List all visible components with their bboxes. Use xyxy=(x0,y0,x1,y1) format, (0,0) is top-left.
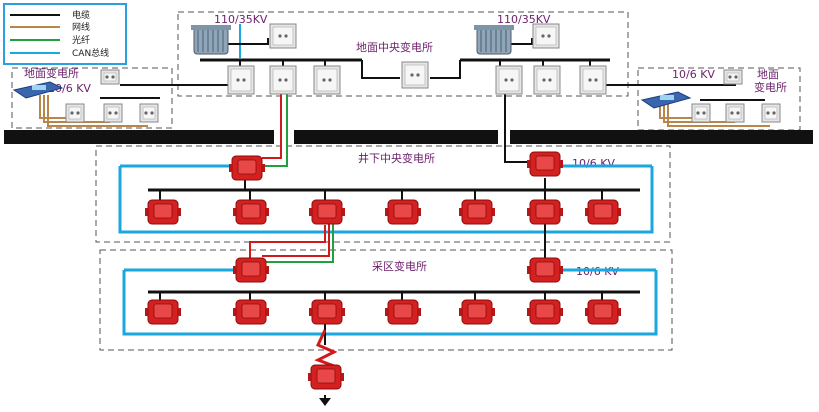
explosion-proof-switch xyxy=(585,199,621,225)
switch-cabinet xyxy=(65,103,85,123)
switch-cabinet xyxy=(532,23,560,49)
explosion-proof-switch xyxy=(233,257,269,283)
can-bus-mining xyxy=(122,270,658,336)
mining-area-title: 采区变电所 xyxy=(372,259,427,273)
legend-cable-label: 电缆 xyxy=(72,9,90,21)
underground-central-box xyxy=(95,145,671,243)
cable-line xyxy=(227,38,269,45)
ground-surface-right xyxy=(510,130,813,144)
explosion-proof-switch xyxy=(308,364,344,390)
network-line xyxy=(47,95,148,127)
red-cable-line xyxy=(262,222,330,257)
explosion-proof-switch xyxy=(145,299,181,325)
explosion-proof-switch xyxy=(459,199,495,225)
network-line xyxy=(667,103,770,127)
transformer xyxy=(474,25,514,55)
ground-surface-mid xyxy=(294,130,498,144)
voltage-label-right: 110/35KV xyxy=(497,13,551,26)
mining-area-box xyxy=(99,249,673,351)
explosion-proof-switch xyxy=(459,299,495,325)
switch-cabinet xyxy=(401,61,429,89)
legend-can-label: CAN总线 xyxy=(72,47,109,59)
legend-fiber-label: 光纤 xyxy=(72,34,90,46)
monitoring-station xyxy=(12,81,64,99)
network-line xyxy=(663,103,735,123)
explosion-proof-switch xyxy=(233,199,269,225)
switch-cabinet xyxy=(691,103,711,123)
switch-cabinet xyxy=(723,69,743,85)
explosion-proof-switch xyxy=(527,199,563,225)
explosion-proof-switch xyxy=(233,299,269,325)
explosion-proof-switch xyxy=(527,151,563,177)
ground-right-title-2: 变电所 xyxy=(754,80,787,94)
explosion-proof-switch xyxy=(527,257,563,283)
switch-cabinet xyxy=(269,23,297,49)
explosion-proof-switch xyxy=(527,299,563,325)
explosion-proof-switch xyxy=(309,299,345,325)
switch-cabinet xyxy=(579,65,607,95)
ground-right-title-1: 地面 xyxy=(757,68,779,81)
ground-left-kv: 10/6 KV xyxy=(48,82,91,95)
legend-network-label: 网线 xyxy=(72,21,90,33)
switch-cabinet xyxy=(227,65,255,95)
switch-cabinet xyxy=(495,65,523,95)
cable-line xyxy=(120,80,241,86)
switch-cabinet xyxy=(139,103,159,123)
switch-cabinet xyxy=(100,69,120,85)
underground-central-title: 井下中央变电所 xyxy=(358,151,435,165)
devices xyxy=(12,23,781,406)
switch-cabinet xyxy=(761,103,781,123)
network-line xyxy=(659,103,700,119)
monitoring-station xyxy=(640,91,692,109)
switch-cabinet xyxy=(533,65,561,95)
switch-cabinet xyxy=(269,65,297,95)
legend: 电缆 网线 光纤 CAN总线 xyxy=(3,3,127,65)
ground-surface-left xyxy=(4,130,274,144)
underground-kv: 10/6 KV xyxy=(572,157,615,170)
explosion-proof-switch xyxy=(585,299,621,325)
switch-cabinet xyxy=(725,103,745,123)
cable-line xyxy=(510,38,533,45)
cable-line xyxy=(361,60,400,79)
connection-lines xyxy=(39,24,770,405)
network-line xyxy=(43,95,110,123)
explosion-proof-switch xyxy=(385,199,421,225)
can-bus-underground xyxy=(118,166,654,234)
explosion-proof-switch xyxy=(145,199,181,225)
cable-line xyxy=(430,60,461,79)
network-line xyxy=(39,95,75,119)
ground-left-box xyxy=(11,67,173,129)
red-cable-line xyxy=(249,225,326,258)
red-cable-line xyxy=(262,82,282,159)
fiber-line xyxy=(258,222,334,263)
down-arrow-icon xyxy=(319,398,331,406)
voltage-label-left: 110/35KV xyxy=(214,13,268,26)
switch-cabinet xyxy=(103,103,123,123)
ground-central-box xyxy=(177,11,629,97)
fiber-line xyxy=(258,82,288,167)
explosion-proof-switch xyxy=(229,155,265,181)
explosion-proof-switch xyxy=(385,299,421,325)
ground-central-title: 地面中央变电所 xyxy=(356,40,433,54)
ground-left-title: 地面变电所 xyxy=(24,66,79,80)
switch-cabinet xyxy=(313,65,341,95)
ground-right-kv: 10/6 KV xyxy=(672,68,715,81)
transformer xyxy=(191,25,231,55)
explosion-proof-switch xyxy=(309,199,345,225)
